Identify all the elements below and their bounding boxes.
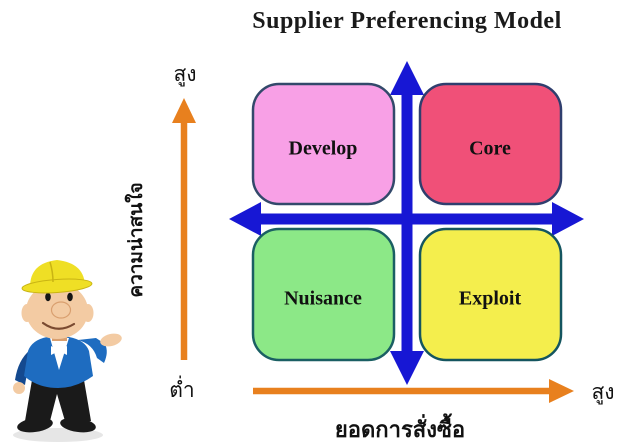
x-axis-arrowhead-icon — [549, 379, 574, 403]
quadrant-box-nuisance — [251, 227, 396, 362]
mascot-hard-hat-ridge — [49, 261, 54, 283]
quadrant-label-exploit: Exploit — [459, 288, 522, 310]
y-axis-low-label: ต่ำ — [169, 378, 195, 402]
page-title: Supplier Preferencing Model — [252, 8, 562, 34]
quadrant-box-exploit — [418, 227, 563, 362]
mascot-nose — [50, 301, 72, 319]
mascot-left-hand — [13, 382, 25, 394]
quadrant-label-develop: Develop — [289, 138, 358, 160]
mascot-left-eye — [45, 292, 51, 302]
cross-right-arrowhead-icon — [552, 202, 584, 236]
y-axis-arrowhead-icon — [172, 98, 196, 123]
mascot-right-shoe — [60, 417, 96, 433]
x-axis-high-label: สูง — [591, 380, 615, 404]
mascot-right-hand — [100, 333, 122, 347]
quadrant-box-core — [418, 82, 563, 206]
cross-left-arrowhead-icon — [229, 202, 261, 236]
mascot-right-arm — [78, 338, 107, 363]
y-axis-high-label: สูง — [173, 62, 197, 86]
quadrant-label-core: Core — [469, 138, 511, 160]
quadrant-label-nuisance: Nuisance — [284, 288, 362, 310]
mascot-left-shoe — [17, 417, 53, 433]
cross-down-arrowhead-icon — [390, 351, 424, 385]
mascot-pants — [25, 380, 91, 421]
x-axis-title: ยอดการสั่งซื้อ — [334, 417, 466, 442]
cross-up-arrowhead-icon — [390, 61, 424, 95]
engineer-mascot-illustration — [13, 260, 122, 442]
mascot-shirt — [50, 338, 69, 370]
mascot-right-eye — [67, 292, 73, 302]
mascot-smile — [41, 321, 76, 330]
mascot-hard-hat-brim — [21, 278, 93, 294]
mascot-bow-tie — [51, 346, 67, 355]
quadrant-box-develop — [251, 82, 396, 206]
